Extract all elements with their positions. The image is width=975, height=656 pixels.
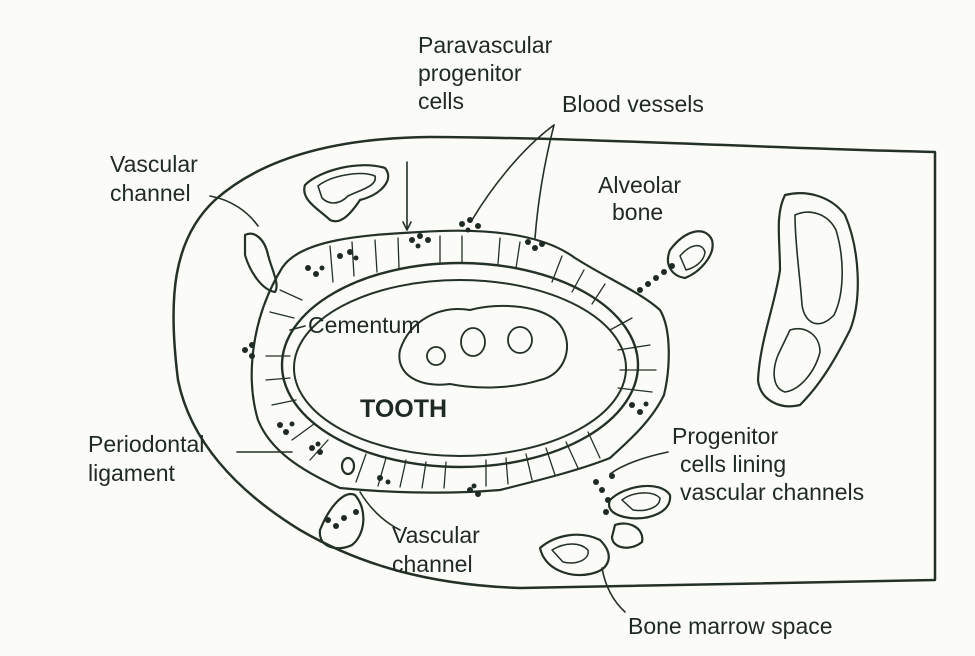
leader-lines [209,124,669,613]
cementum-outer [280,261,640,469]
label-alveolar-2: bone [612,199,663,225]
alveolar-bone [172,135,937,590]
label-cementum: Cementum [308,312,420,338]
label-vascular-channel-bottom-1: Vascular [392,522,480,548]
periodontal-ligament-region [250,229,670,494]
label-periodontal-1: Periodontal [88,431,204,457]
label-paravascular-2: progenitor [418,60,522,86]
cell-clusters [242,217,675,529]
label-vascular-channel-top-2: channel [110,180,191,206]
pulp [398,304,569,389]
pulp-vessel [460,327,486,357]
pulp-vessel [507,326,533,354]
label-alveolar-1: Alveolar [598,172,681,198]
label-vascular-channel-top-1: Vascular [110,151,198,177]
cementum-inner [293,279,627,457]
label-vascular-channel-bottom-2: channel [392,551,473,577]
bone-spaces [243,164,859,576]
label-progenitor-1: Progenitor [672,423,778,449]
label-blood-vessels: Blood vessels [562,91,704,117]
label-tooth: TOOTH [360,395,447,423]
ligament-fibers [265,235,657,489]
pulp-vessel [426,346,446,366]
label-progenitor-2: cells lining [680,451,786,477]
label-progenitor-3: vascular channels [680,479,864,505]
label-periodontal-2: ligament [88,460,176,486]
label-paravascular-1: Paravascular [418,32,553,58]
label-bone-marrow-space: Bone marrow space [628,613,833,639]
label-paravascular-3: cells [418,88,464,114]
